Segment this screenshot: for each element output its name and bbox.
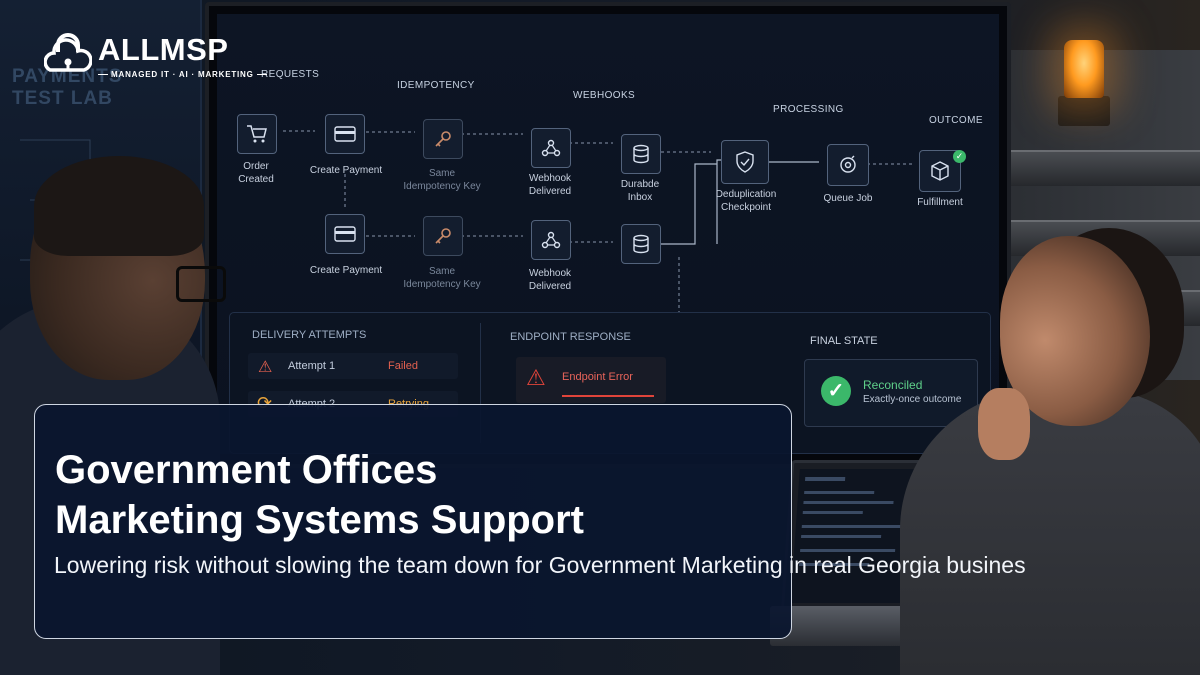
- panel-divider: [480, 323, 481, 443]
- tagline-rule: [256, 74, 267, 76]
- delivery-attempts-title: DELIVERY ATTEMPTS: [252, 329, 367, 341]
- final-detail: Exactly-once outcome: [863, 394, 962, 405]
- node-webhook-delivered-2: Webhook Delivered: [505, 267, 595, 293]
- node-label-line: Webhook: [528, 173, 572, 184]
- credit-card-icon: [325, 114, 365, 154]
- webhook-icon: [531, 220, 571, 260]
- brand-name: ALLMSP: [98, 32, 229, 67]
- credit-card-icon: [325, 214, 365, 254]
- warning-icon: ⚠: [258, 359, 273, 376]
- laptop-screen-content: [799, 477, 902, 566]
- wall-sign-line-2: TEST LAB: [12, 88, 113, 109]
- padlock-cloud-icon: [44, 33, 92, 72]
- node-label-line: Order: [243, 161, 269, 172]
- node-dedup-checkpoint: Deduplication Checkpoint: [701, 188, 791, 214]
- node-label-line: Created: [238, 174, 274, 185]
- wall-sign-line-1: PAYMENTS: [12, 66, 123, 87]
- node-label-line: Delivered: [528, 186, 572, 197]
- woman-hand: [978, 388, 1030, 460]
- rack-shelf: [1004, 150, 1200, 186]
- laptop-screen: [790, 469, 924, 603]
- brand-tagline-text: MANAGED IT · AI · MARKETING: [111, 70, 254, 79]
- node-same-key-2: Same Idempotency Key: [397, 265, 487, 291]
- man-hair: [34, 156, 204, 256]
- error-underline: [562, 395, 654, 397]
- webhook-icon: [531, 128, 571, 168]
- node-create-payment-2: Create Payment: [309, 265, 383, 276]
- brand-logo[interactable]: ALLMSP MANAGED IT · AI · MARKETING: [44, 32, 267, 82]
- endpoint-response-title: ENDPOINT RESPONSE: [510, 331, 631, 343]
- node-durable-inbox: Durabde Inbox: [595, 178, 685, 204]
- database-icon: [621, 134, 661, 174]
- warning-beacon-light: [1064, 40, 1104, 98]
- node-label-line: Delivered: [528, 281, 572, 292]
- laptop: [780, 460, 938, 616]
- error-warning-icon: ⚠: [526, 365, 546, 390]
- success-check-icon: ✓: [953, 150, 966, 163]
- attempt-label: Attempt 1: [288, 360, 336, 372]
- page-title: Government Offices Marketing Systems Sup…: [55, 445, 584, 545]
- attempt-status: Failed: [388, 360, 418, 372]
- stage-requests: REQUESTS: [261, 69, 320, 80]
- node-same-key-1: Same Idempotency Key: [397, 167, 487, 193]
- node-label-line: Inbox: [627, 192, 653, 203]
- cart-icon: [237, 114, 277, 154]
- node-label-line: Webhook: [528, 268, 572, 279]
- woman-head: [1000, 236, 1150, 426]
- shield-check-icon: [721, 140, 769, 184]
- node-order-created: Order Created: [217, 160, 301, 186]
- endpoint-error-text: Endpoint Error: [562, 371, 633, 383]
- beacon-base: [1058, 96, 1110, 126]
- reconciled-check-icon: ✓: [821, 376, 851, 406]
- stage-outcome: OUTCOME: [929, 115, 983, 126]
- node-label-line: Durabde: [620, 179, 660, 190]
- node-queue-job: Queue Job: [823, 193, 873, 204]
- package-icon: [919, 150, 961, 192]
- node-label-line: Deduplication: [715, 189, 777, 200]
- stage-idempotency: IDEMPOTENCY: [397, 80, 475, 91]
- key-icon: [423, 216, 463, 256]
- headline-card: Government Offices Marketing Systems Sup…: [34, 404, 792, 639]
- monitor: REQUESTS IDEMPOTENCY WEBHOOKS PROCESSING…: [205, 2, 1011, 468]
- key-icon: [423, 119, 463, 159]
- final-state-title: FINAL STATE: [810, 335, 878, 347]
- final-state-card: ✓ Reconciled Exactly-once outcome: [804, 359, 978, 427]
- gear-refresh-icon: [827, 144, 869, 186]
- payments-flow-dashboard: REQUESTS IDEMPOTENCY WEBHOOKS PROCESSING…: [217, 14, 999, 454]
- glasses-icon: [176, 266, 226, 302]
- tagline-rule: [98, 74, 108, 76]
- node-webhook-delivered-1: Webhook Delivered: [505, 172, 595, 198]
- node-label-line: Idempotency Key: [403, 279, 481, 290]
- node-label-line: Same: [428, 168, 456, 179]
- endpoint-error-box: ⚠ Endpoint Error: [516, 357, 666, 403]
- page-subtitle: Lowering risk without slowing the team d…: [54, 552, 1026, 578]
- title-line-2: Marketing Systems Support: [55, 498, 585, 542]
- woman-silhouette: [900, 390, 1200, 675]
- wall-sign: PAYMENTS TEST LAB: [12, 66, 122, 110]
- stage-webhooks: WEBHOOKS: [573, 90, 636, 101]
- brand-tagline: MANAGED IT · AI · MARKETING: [98, 70, 267, 79]
- node-label-line: Checkpoint: [720, 202, 772, 213]
- attempt-row: ⚠ Attempt 1 Failed: [248, 353, 458, 379]
- title-line-1: Government Offices: [55, 448, 438, 492]
- node-fulfillment: Fulfillment: [917, 197, 963, 208]
- final-status: Reconciled: [863, 378, 923, 392]
- database-icon: [621, 224, 661, 264]
- stage-processing: PROCESSING: [773, 104, 844, 115]
- node-label-line: Same: [428, 266, 456, 277]
- node-label-line: Idempotency Key: [403, 181, 481, 192]
- node-create-payment-1: Create Payment: [309, 165, 383, 176]
